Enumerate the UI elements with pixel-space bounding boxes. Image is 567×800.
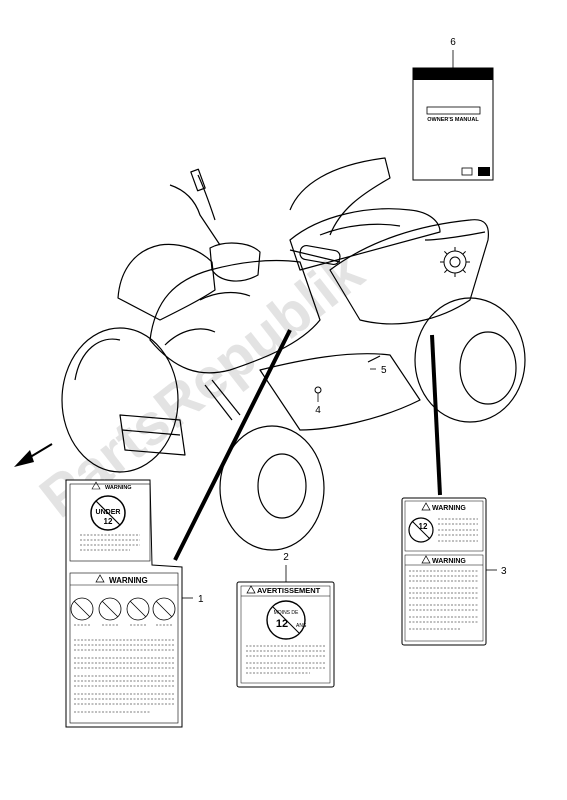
callout-3: 3 [501, 566, 507, 577]
label2-circle-age: 12 [276, 618, 288, 630]
label2-circle-line1: MOINS DE [274, 610, 299, 616]
label1-top-header: WARNING [105, 485, 132, 491]
callout-2: 2 [283, 552, 289, 563]
label-3: WARNING 12 WARNING 3 [401, 497, 507, 646]
owners-manual: OWNER'S MANUAL 6 [412, 37, 494, 181]
label1-main-header: WARNING [109, 576, 148, 585]
label2-circle-line2: ANS [296, 623, 307, 629]
label2-header: AVERTISSEMENT [257, 586, 321, 595]
callout-5: 5 [381, 365, 387, 376]
front-arrow-icon [14, 443, 53, 467]
callout-4: 4 [315, 405, 321, 416]
label3-header-top: WARNING [432, 505, 466, 512]
callout-6: 6 [450, 37, 456, 48]
label1-badge: UNDER [96, 509, 121, 516]
callout-1: 1 [198, 594, 204, 605]
label-1: WARNING UNDER 12 WARNING [65, 479, 204, 728]
callout-group-4-5: 4 5 [314, 355, 387, 416]
label-2: AVERTISSEMENT MOINS DE 12 ANS 2 [236, 552, 335, 688]
label3-header-bottom: WARNING [432, 558, 466, 565]
gear-icon [440, 247, 470, 277]
label1-badge-age: 12 [104, 517, 113, 526]
label3-badge-age: 12 [419, 522, 428, 531]
label1-pictograms [70, 597, 176, 621]
atv-illustration [61, 157, 526, 551]
leader-line-3 [430, 334, 442, 496]
manual-title: OWNER'S MANUAL [427, 117, 479, 123]
leader-line-1 [173, 329, 292, 561]
